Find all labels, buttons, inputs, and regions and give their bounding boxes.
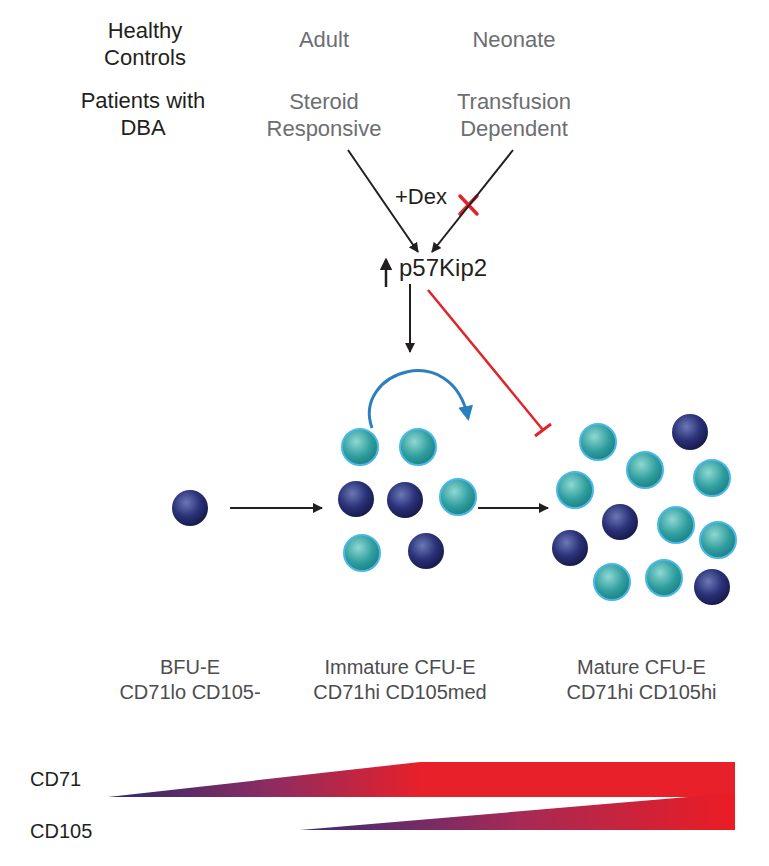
node-subtext: CD71hi CD105hi: [566, 680, 716, 705]
marker-label: CD71: [30, 766, 81, 793]
teal-cell: [580, 424, 616, 460]
dark-cell: [602, 504, 638, 540]
inhibition-bar: [535, 424, 551, 436]
cell-stage: Mature CFU-ECD71hi CD105hi: [548, 420, 735, 605]
cell-stage: BFU-ECD71lo CD105-: [150, 468, 230, 548]
node-subtext: CD71hi CD105med: [313, 680, 486, 705]
node-heading: Adult: [250, 26, 398, 53]
group-column: AdultSteroid Responsive: [250, 20, 398, 150]
cd71-gradient-bar: [108, 762, 735, 797]
self-renewal-loop: [369, 371, 468, 428]
teal-cell: [440, 479, 476, 515]
stage-label-group: Immature CFU-ECD71hi CD105med: [313, 655, 486, 705]
stage-label-group: BFU-ECD71lo CD105-: [119, 655, 260, 705]
node-subtext: CD71lo CD105-: [119, 680, 260, 705]
row-heading: Patients with DBA: [73, 87, 213, 141]
teal-cell: [658, 507, 694, 543]
teal-cell: [557, 472, 593, 508]
flow-arrow: [478, 507, 548, 509]
dark-cell: [552, 530, 588, 566]
dark-cell: [672, 414, 708, 450]
node-heading: Mature CFU-E: [566, 655, 716, 680]
teal-cell: [342, 429, 378, 465]
flow-arrow: [409, 284, 411, 352]
dark-cell: [172, 490, 208, 526]
node-subtext: Steroid Responsive: [250, 88, 398, 142]
cd105-gradient-bar: [300, 793, 735, 830]
row-heading: Healthy Controls: [85, 17, 205, 71]
teal-cell: [646, 560, 682, 596]
inhibition-line: [428, 290, 543, 430]
protein-label: p57Kip2: [395, 252, 491, 284]
teal-cell: [694, 460, 730, 496]
teal-cell: [400, 429, 436, 465]
treatment-label: +Dex: [395, 183, 447, 210]
teal-cell: [594, 564, 630, 600]
increase-arrow: [385, 260, 388, 287]
dark-cell: [338, 481, 374, 517]
marker-label: CD105: [30, 818, 92, 845]
node-heading: Neonate: [440, 26, 588, 53]
cells: [172, 414, 736, 605]
flow-arrow: [230, 507, 322, 509]
dark-cell: [694, 569, 730, 605]
stage-label-group: Mature CFU-ECD71hi CD105hi: [566, 655, 716, 705]
teal-cell: [344, 535, 380, 571]
dark-cell: [408, 533, 444, 569]
group-column: NeonateTransfusion Dependent: [440, 20, 588, 150]
teal-cell: [627, 452, 663, 488]
node-heading: p57Kip2: [399, 254, 487, 282]
teal-cell: [700, 522, 736, 558]
dark-cell: [387, 482, 423, 518]
node-subtext: Transfusion Dependent: [440, 88, 588, 142]
node-heading: BFU-E: [119, 655, 260, 680]
cell-stage: Immature CFU-ECD71hi CD105med: [322, 352, 478, 572]
node-heading: Immature CFU-E: [313, 655, 486, 680]
